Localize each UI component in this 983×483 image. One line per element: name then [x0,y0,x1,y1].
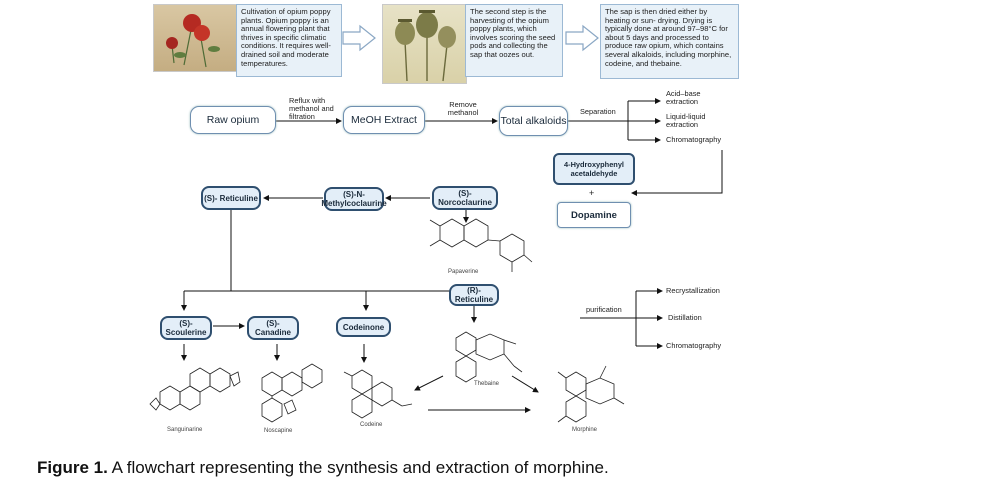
thebaine-structure [455,331,523,383]
drying-info-box: The sap is then dried either by heating … [600,4,739,79]
papaverine-label: Papaverine [448,269,479,275]
harvesting-info-box: The second step is the harvesting of the… [465,4,563,77]
biosynthesis-arrows [181,195,539,413]
caption-text: A flowchart representing the synthesis a… [107,458,609,477]
codeinone-node: Codeinone [336,317,391,337]
poppy-pods-image [382,4,467,84]
noscapine-label: Noscapine [264,428,293,434]
thebaine-label: Thebaine [474,381,500,387]
morphine-label: Morphine [572,427,598,433]
plus-sign: + [589,188,595,198]
poppy-flower-image [153,4,238,72]
s-canadine-node: (S)- Canadine [247,316,299,340]
purification-label: purification [586,305,622,314]
purification-method-1: Recrystallization [666,286,720,295]
purification-method-2: Distillation [668,313,702,322]
separation-method-2: Liquid-liquid extraction [666,112,706,129]
purification-method-3: Chromatography [666,341,722,350]
codeine-structure [343,369,413,419]
extraction-arrows [276,98,723,196]
hydroxyphenyl-acetaldehyde-node: 4-Hydroxyphenyl acetaldehyde [553,153,635,185]
raw-opium-node: Raw opium [190,106,276,134]
separation-label: Separation [580,107,616,116]
s-norcoclaurine-node: (S)- Norcoclaurine [432,186,498,210]
purification-arrows [580,288,663,349]
poppy-flower-icon [166,14,220,68]
sanguinarine-structure [149,367,241,411]
sanguinarine-label: Sanguinarine [167,427,203,433]
morphine-structure [557,365,625,423]
s-n-methylcoclaurine-node: (S)-N- Methylcoclaurine [321,187,387,211]
r-reticuline-node: (R)- Reticuline [449,284,499,306]
cultivation-info-box: Cultivation of opium poppy plants. Opium… [236,4,342,77]
total-alkaloids-node: Total alkaloids [499,106,568,136]
separation-method-3: Chromatography [666,135,722,144]
figure-caption: Figure 1. A flowchart representing the s… [37,458,609,478]
seed-pod-icon [395,10,456,82]
reflux-label: Reflux with methanol and filtration [289,96,334,121]
remove-methanol-label: Remove methanol [447,100,479,117]
s-scoulerine-node: (S)- Scoulerine [160,316,212,340]
codeine-label: Codeine [360,422,383,428]
dopamine-node: Dopamine [557,202,631,228]
figure-number: Figure 1. [37,458,108,477]
separation-method-1: Acid–base extraction [666,89,701,106]
papaverine-structure [429,218,533,272]
meoh-extract-node: MeOH Extract [343,106,425,134]
noscapine-structure [261,363,323,423]
s-reticuline-node: (S)- Reticuline [201,186,261,210]
hollow-arrow-icon [342,24,599,52]
